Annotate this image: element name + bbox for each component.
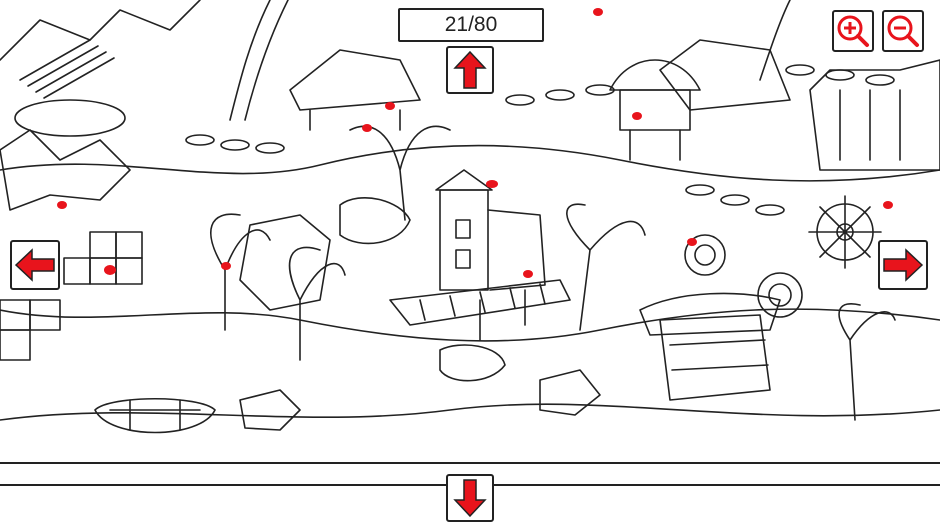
swirl xyxy=(694,244,716,266)
crate-shack xyxy=(669,339,769,371)
hidden-crab[interactable] xyxy=(632,112,642,120)
rowboat xyxy=(109,399,201,431)
hut xyxy=(289,49,421,111)
swirl xyxy=(768,283,792,307)
hut xyxy=(309,109,401,131)
rock xyxy=(539,369,601,416)
scroll-left-button[interactable] xyxy=(10,240,60,290)
ship-wheel xyxy=(808,195,882,269)
swirl xyxy=(757,272,803,318)
palm-leaf xyxy=(288,246,346,361)
lighthouse-window xyxy=(455,219,471,239)
tower-wall xyxy=(487,209,546,291)
arrow-right-icon xyxy=(883,248,924,282)
arrow-down-icon xyxy=(453,479,487,518)
water-line xyxy=(0,308,940,342)
arrow-up-icon xyxy=(453,50,487,89)
stairs xyxy=(19,39,115,99)
arrow-left-icon xyxy=(14,248,55,282)
tarp xyxy=(639,292,781,336)
hidden-crab[interactable] xyxy=(385,102,395,110)
hidden-crab[interactable] xyxy=(486,180,498,188)
palm-leaf xyxy=(566,203,646,331)
lighthouse xyxy=(439,189,489,291)
hidden-crab[interactable] xyxy=(221,262,231,270)
cliff xyxy=(809,59,940,171)
hidden-crab[interactable] xyxy=(523,270,533,278)
lighthouse-window xyxy=(455,249,471,269)
panel-border-top xyxy=(0,462,940,464)
palm-leaf xyxy=(349,125,451,221)
palm-trunk xyxy=(759,0,791,81)
palm-trunk xyxy=(229,0,271,121)
rock xyxy=(339,197,411,245)
scroll-down-button[interactable] xyxy=(446,474,494,522)
palm-trunk xyxy=(244,0,289,121)
stilt-hut xyxy=(629,129,681,161)
lighthouse xyxy=(435,169,493,191)
palm-leaf xyxy=(838,303,896,421)
hidden-crab[interactable] xyxy=(593,8,603,16)
zoom-in-icon xyxy=(837,15,869,47)
dock xyxy=(419,283,546,321)
crate-shack xyxy=(659,314,771,401)
hidden-crab[interactable] xyxy=(104,265,116,275)
dock xyxy=(389,279,571,326)
zoom-out-button[interactable] xyxy=(882,10,924,52)
hidden-crab[interactable] xyxy=(687,238,697,246)
found-counter: 21/80 xyxy=(398,8,544,42)
water-line xyxy=(0,144,940,182)
water-line xyxy=(0,403,940,421)
dock-post xyxy=(479,289,526,341)
rowboat xyxy=(94,397,216,434)
hidden-crab[interactable] xyxy=(883,201,893,209)
hidden-crab[interactable] xyxy=(57,201,67,209)
stilt-hut xyxy=(609,59,701,91)
scroll-right-button[interactable] xyxy=(878,240,928,290)
pool xyxy=(14,99,126,137)
tiki-tiles xyxy=(0,231,143,361)
hidden-crab[interactable] xyxy=(362,124,372,132)
thatch-roof xyxy=(659,39,791,111)
zoom-in-button[interactable] xyxy=(832,10,874,52)
rocks xyxy=(0,129,131,211)
cliff xyxy=(839,89,901,161)
cliff xyxy=(0,0,201,61)
scroll-up-button[interactable] xyxy=(446,46,494,94)
rock xyxy=(439,344,506,382)
zoom-out-icon xyxy=(887,15,919,47)
rock xyxy=(239,214,331,311)
rock xyxy=(239,389,301,431)
hidden-crab-group xyxy=(57,8,893,278)
swirl xyxy=(684,234,726,276)
